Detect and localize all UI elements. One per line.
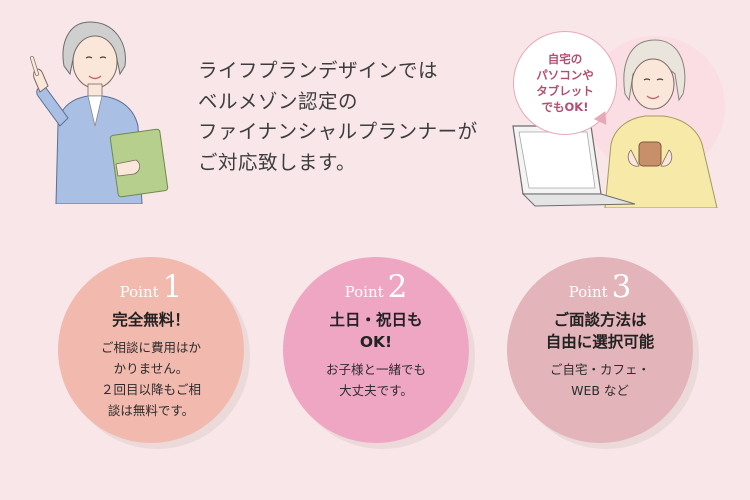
point-desc-line: WEB など [571, 383, 629, 398]
point-number: 2 [387, 269, 408, 305]
point-title: ご面談方法は 自由に選択可能 [546, 309, 655, 353]
consultant-illustration [30, 21, 169, 204]
point-desc-line: かりません。 [113, 361, 189, 376]
intro-line: ライフプランデザインでは [198, 59, 439, 82]
point-title-line: 完全無料！ [112, 311, 190, 329]
face [631, 58, 675, 110]
intro-line: ご対応致します。 [198, 150, 357, 174]
point-title-line: 土日・祝日も [329, 311, 423, 329]
online-consultation-illustration [512, 36, 725, 208]
point-desc-line: ご相談に費用はか [100, 340, 201, 355]
point-desc-line: お子様と一緒でも [325, 362, 426, 377]
point-word: Point [568, 283, 608, 301]
intro-line: ファイナンシャルプランナーが [198, 120, 478, 143]
point-desc-line: 談は無料です。 [107, 403, 195, 418]
point-desc-line: ご自宅・カフェ・ [549, 362, 650, 377]
point-title: 完全無料！ [112, 309, 190, 331]
intro-line: ベルメゾン認定の [198, 89, 359, 113]
point-title-line: ご面談方法は [553, 311, 647, 329]
laptop-base [521, 193, 636, 207]
point-number: 3 [611, 269, 632, 305]
point-description: ご相談に費用はか かりません。 ２回目以降もご相 談は無料です。 [101, 337, 201, 421]
bubble-line: でもOK! [541, 100, 589, 114]
bubble-line: パソコンや [536, 68, 594, 82]
point-title-line: OK! [359, 333, 393, 351]
point-description: ご自宅・カフェ・ WEB など [550, 359, 650, 401]
point-title-line: 自由に選択可能 [545, 333, 655, 351]
point-word: Point [119, 283, 159, 301]
bubble-line: 自宅の [547, 52, 583, 66]
bubble-line: タブレット [536, 84, 594, 98]
cup [638, 141, 662, 167]
speech-bubble: 自宅の パソコンや タブレット でもOK! [513, 31, 617, 135]
intro-text: ライフプランデザインでは ベルメゾン認定の ファイナンシャルプランナーが ご対応… [198, 56, 478, 178]
point-desc-line: 大丈夫です。 [339, 383, 413, 398]
face [72, 35, 118, 89]
point-title: 土日・祝日も OK! [329, 309, 422, 353]
point-number: 1 [162, 269, 183, 305]
point-word: Point [344, 283, 384, 301]
point-desc-line: ２回目以降もご相 [100, 382, 201, 397]
raised-arm [36, 86, 69, 127]
point-description: お子様と一緒でも 大丈夫です。 [326, 359, 426, 401]
